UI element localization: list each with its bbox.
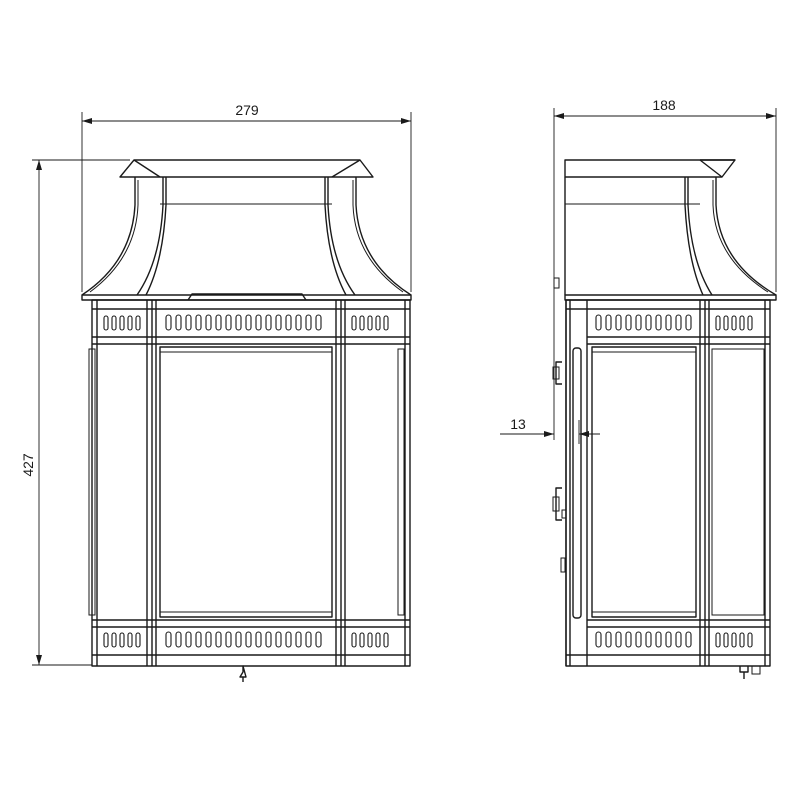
front-body [88, 299, 411, 682]
side-slots-top-right [715, 315, 753, 331]
front-view [81, 159, 412, 682]
dimension-side-depth-label: 188 [652, 97, 676, 113]
front-slots-bottom-right [351, 632, 389, 648]
side-slots-top-center [595, 314, 692, 331]
dimension-side-depth: 188 [553, 97, 777, 292]
dimension-wall-offset-label: 13 [510, 416, 526, 432]
front-slots [103, 314, 389, 648]
side-slots-bottom-right [715, 632, 753, 648]
side-canopy [564, 177, 777, 301]
side-wall-mount [552, 277, 582, 666]
front-slots-bottom-center [165, 631, 322, 648]
front-slots-top-right [351, 315, 389, 331]
front-top-cap [119, 159, 374, 205]
side-top-cap [564, 159, 736, 205]
side-slots-bottom-center [595, 631, 692, 648]
front-canopy [81, 177, 412, 301]
dimension-height-label: 427 [20, 453, 36, 477]
dimension-wall-offset: 13 [500, 280, 600, 444]
front-slots-top-center [165, 314, 322, 331]
side-body [565, 299, 771, 679]
front-slots-bottom-left [103, 632, 141, 648]
dimension-height: 427 [20, 159, 130, 666]
dimension-front-width: 279 [81, 102, 412, 292]
side-view [552, 159, 777, 679]
dimension-front-width-label: 279 [235, 102, 259, 118]
front-slots-top-left [103, 315, 141, 331]
side-slots [595, 314, 753, 648]
